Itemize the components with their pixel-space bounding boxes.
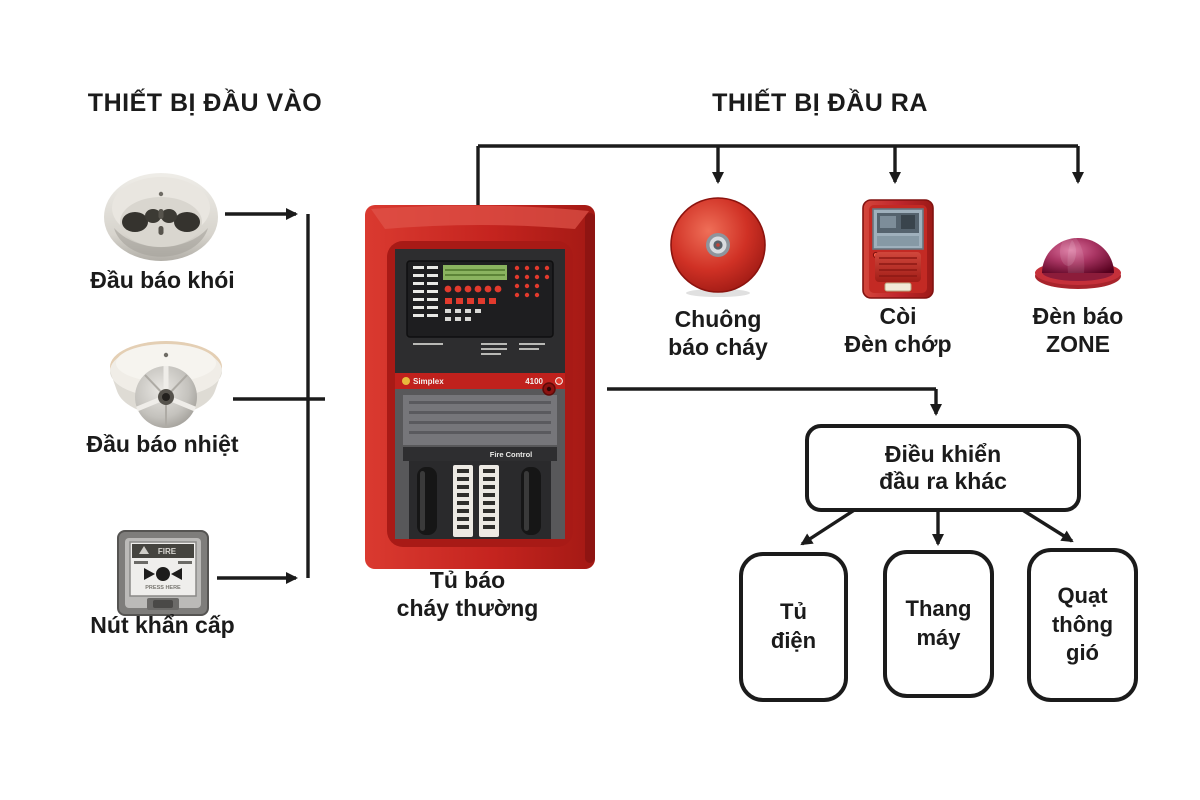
- elevator-box: Thang máy: [883, 550, 994, 698]
- panel-brand-text: Simplex: [413, 377, 444, 386]
- electrical-cabinet-box: Tủ điện: [739, 552, 848, 702]
- ventilation-fan-line1: Quạt: [1057, 583, 1108, 609]
- alarm-bell-label-line1: Chuông: [674, 306, 762, 332]
- heat-detector-label: Đầu báo nhiệt: [86, 431, 239, 457]
- zone-lamp-label: Đèn báo ZONE: [988, 302, 1168, 358]
- smoke-detector-image: [100, 168, 222, 269]
- call-point-icon: FIRE PRESS HERE: [117, 530, 209, 616]
- inputs-title: THIẾT BỊ ĐẦU VÀO: [87, 89, 323, 117]
- horn-strobe-label-line1: Còi: [879, 303, 917, 329]
- fire-panel-image: Simplex 4100 Fire Control: [361, 203, 601, 576]
- control-box-line1: Điều khiển: [884, 441, 1002, 467]
- electrical-cabinet-line2: điện: [770, 628, 817, 653]
- outputs-title: THIẾT BỊ ĐẦU RA: [712, 89, 928, 117]
- zone-lamp-image: [1028, 210, 1128, 297]
- ventilation-fan-line2: thông: [1051, 611, 1114, 637]
- heat-detector-image: [103, 333, 229, 438]
- control-box-line2: đầu ra khác: [879, 468, 1007, 494]
- horn-strobe-label: Còi Đèn chớp: [808, 302, 988, 358]
- alarm-bell-icon: [670, 197, 766, 297]
- smoke-detector-label: Đầu báo khói: [90, 267, 235, 293]
- electrical-cabinet-line1: Tủ: [780, 599, 807, 625]
- alarm-bell-image: [668, 196, 768, 303]
- call-point-image: FIRE PRESS HERE: [117, 530, 209, 621]
- elevator-line1: Thang: [905, 596, 972, 622]
- heat-detector-icon: [110, 341, 222, 428]
- call-point-fire-text: FIRE: [158, 547, 177, 556]
- zone-lamp-label-line2: ZONE: [1046, 331, 1110, 358]
- horn-strobe-label-line2: Đèn chớp: [844, 331, 952, 358]
- panel-band-text: Fire Control: [490, 450, 533, 459]
- horn-strobe-icon: [862, 199, 934, 299]
- zone-lamp-icon: [1035, 238, 1121, 289]
- alarm-bell-label-line2: báo cháy: [668, 334, 768, 361]
- control-to-fan-line: [1020, 507, 1074, 543]
- alarm-bell-label: Chuông báo cháy: [625, 305, 811, 361]
- fire-panel-label: Tủ báo cháy thường: [365, 566, 570, 622]
- call-point-label: Nút khẩn cấp: [90, 612, 235, 638]
- elevator-line2: máy: [916, 625, 961, 650]
- ventilation-fan-line3: gió: [1066, 640, 1099, 666]
- zone-lamp-label-line1: Đèn báo: [1032, 303, 1124, 329]
- smoke-detector-icon: [104, 173, 218, 261]
- horn-strobe-image: [861, 198, 935, 305]
- panel-model-text: 4100: [525, 377, 543, 386]
- call-point-press-text: PRESS HERE: [145, 585, 181, 591]
- control-to-cabinet-line: [800, 507, 857, 546]
- fire-panel-icon: Simplex 4100 Fire Control: [365, 205, 595, 569]
- fire-panel-label-line1: Tủ báo: [429, 567, 506, 593]
- fire-panel-label-line2: cháy thường: [396, 595, 539, 622]
- other-output-control-box: Điều khiển đầu ra khác: [805, 424, 1081, 512]
- ventilation-fan-box: Quạt thông gió: [1027, 548, 1138, 702]
